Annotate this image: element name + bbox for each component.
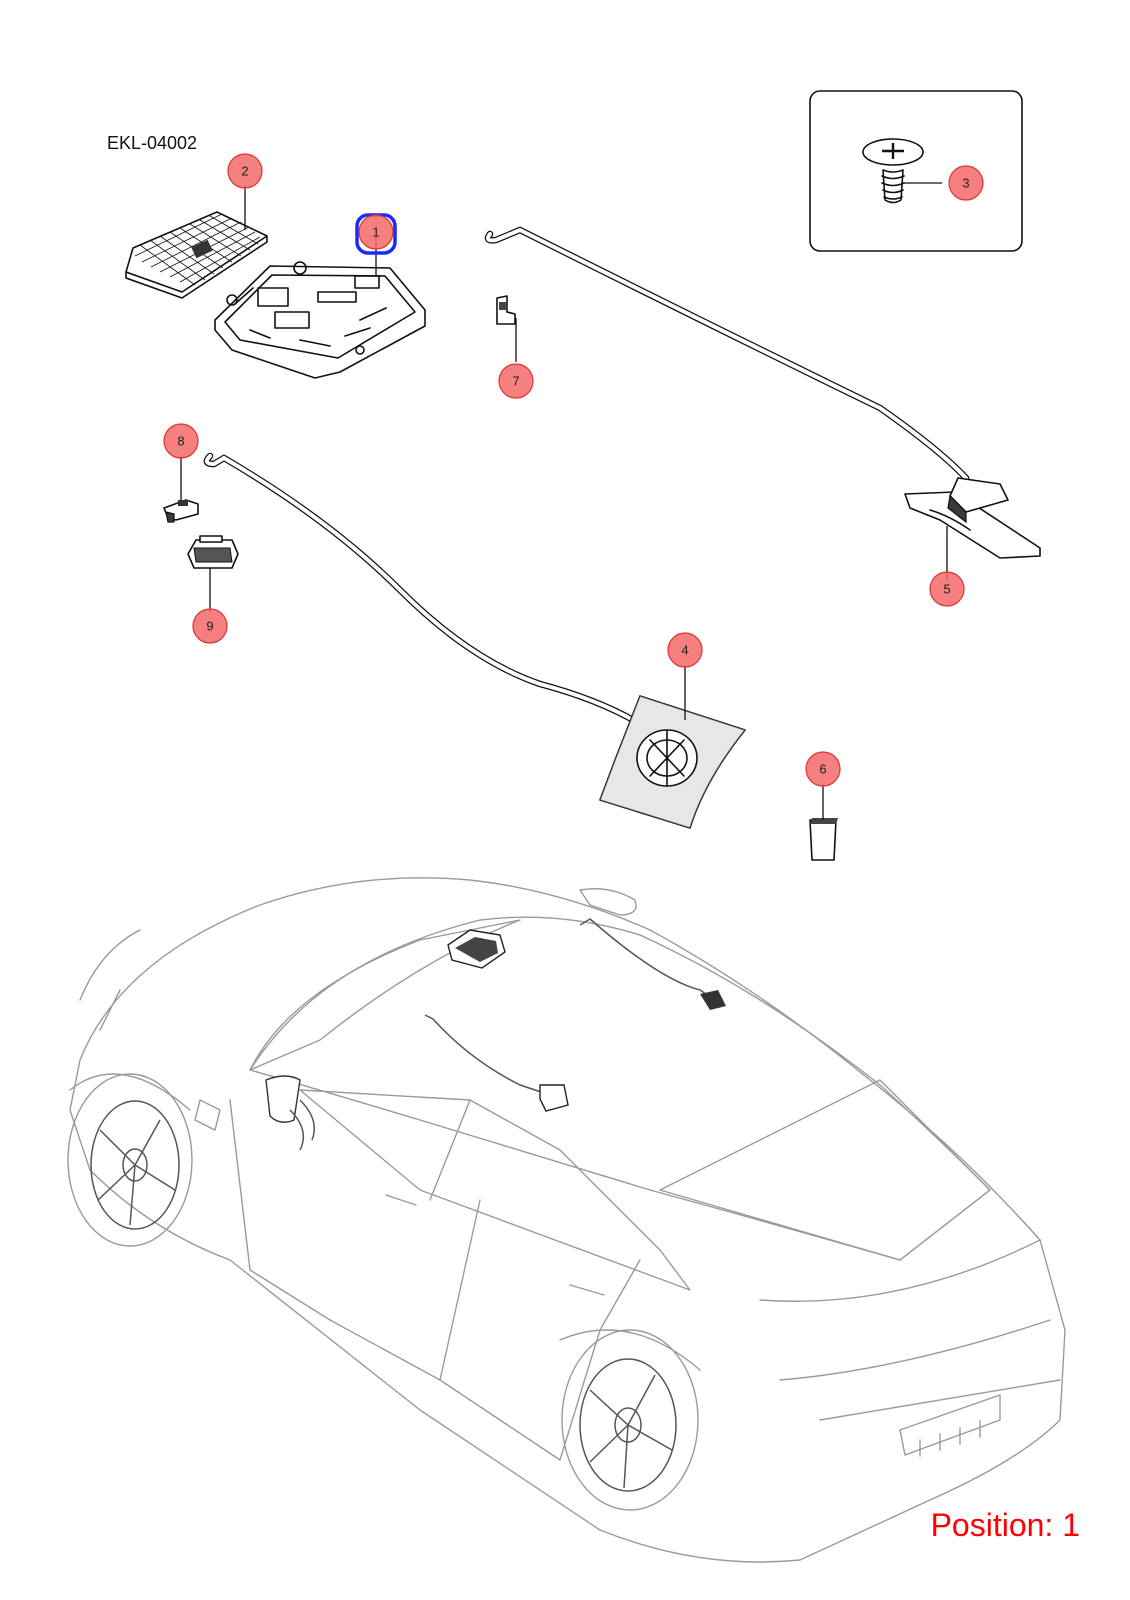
car-overview — [67, 877, 1066, 1563]
button-module-part-9[interactable] — [187, 535, 239, 569]
callout-4[interactable]: 4 — [667, 632, 703, 668]
front-wheel — [67, 1073, 193, 1247]
inset-box — [809, 90, 1023, 252]
drawing-id: EKL-04002 — [107, 133, 197, 153]
callout-7-label: 7 — [512, 374, 519, 389]
callout-9[interactable]: 9 — [192, 608, 228, 644]
callout-8[interactable]: 8 — [163, 423, 199, 459]
grid-cover-part-2[interactable] — [125, 211, 268, 299]
rear-wheel — [559, 1329, 701, 1511]
position-label: Position: 1 — [931, 1507, 1080, 1543]
callout-2-label: 2 — [241, 164, 248, 179]
callout-4-label: 4 — [681, 643, 688, 658]
callout-2[interactable]: 2 — [227, 153, 263, 189]
harness-to-part-4 — [203, 452, 644, 728]
callout-7[interactable]: 7 — [498, 363, 534, 399]
overhead-console-part-1[interactable] — [214, 261, 426, 379]
connector-part-7[interactable] — [496, 295, 516, 325]
switch-part-6[interactable] — [809, 818, 838, 861]
callout-1-label: 1 — [372, 225, 379, 240]
connector-part-8[interactable] — [163, 499, 199, 523]
harness-to-part-5 — [484, 226, 970, 482]
screw-part-3[interactable] — [862, 138, 924, 204]
callout-1[interactable]: 1 — [355, 213, 397, 255]
callout-6[interactable]: 6 — [805, 751, 841, 787]
car-overhead-console — [447, 929, 506, 969]
callout-8-label: 8 — [177, 434, 184, 449]
callout-9-label: 9 — [206, 619, 213, 634]
callout-3-label: 3 — [962, 176, 969, 191]
callout-3[interactable]: 3 — [948, 165, 984, 201]
mount-pad-part-4[interactable] — [599, 695, 746, 829]
callout-6-label: 6 — [819, 762, 826, 777]
callout-5-label: 5 — [943, 582, 950, 597]
bracket-part-5[interactable] — [904, 477, 1041, 559]
callout-5[interactable]: 5 — [929, 571, 965, 607]
